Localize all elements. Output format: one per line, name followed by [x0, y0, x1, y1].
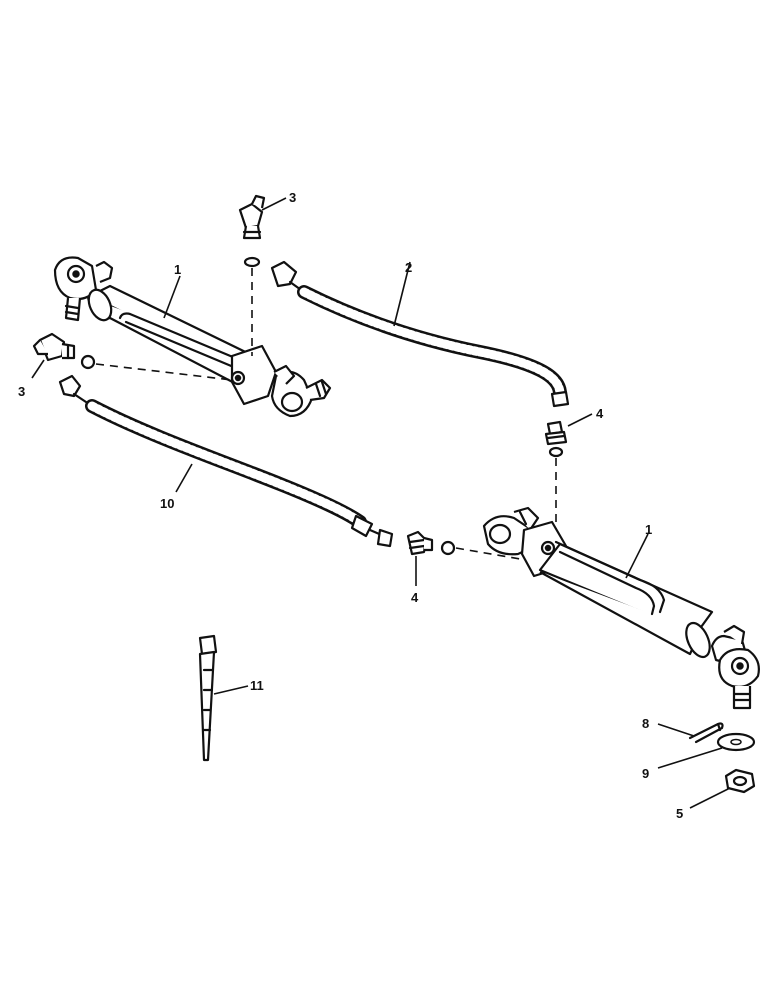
leader-8: [657, 723, 695, 737]
fitting-3-left: [32, 332, 76, 362]
callout-9: 9: [642, 766, 649, 781]
fitting-4-upper: [544, 420, 568, 446]
o-ring: [548, 446, 564, 458]
leader-1-lower: [625, 533, 649, 579]
leader-3-left: [31, 359, 45, 379]
castle-nut-5: [724, 768, 756, 794]
leader-5: [689, 787, 731, 809]
washer-9: [716, 732, 756, 752]
upper-cylinder-assembly: [53, 256, 332, 418]
leader-1-upper: [163, 275, 181, 319]
cable-tie-11: [198, 634, 218, 762]
callout-10: 10: [160, 496, 174, 511]
assembly-line: [455, 547, 527, 561]
callout-5: 5: [676, 806, 683, 821]
o-ring: [80, 354, 96, 370]
leader-2: [393, 261, 411, 327]
fitting-4-lower: [406, 530, 434, 556]
cotter-pin-8: [688, 722, 724, 744]
leader-10: [175, 463, 193, 493]
assembly-line: [95, 363, 233, 381]
hose-10: [58, 374, 394, 548]
callout-8: 8: [642, 716, 649, 731]
callout-11: 11: [250, 678, 264, 693]
callout-3-top: 3: [289, 190, 296, 205]
leader-4-upper: [567, 413, 593, 427]
callout-1-lower: 1: [645, 522, 652, 537]
callout-2: 2: [405, 260, 412, 275]
callout-3-left: 3: [18, 384, 25, 399]
callout-4-lower: 4: [411, 590, 419, 605]
callout-1-upper: 1: [174, 262, 181, 277]
leader-11: [213, 685, 249, 695]
o-ring: [243, 256, 261, 268]
fitting-3-top: [238, 194, 266, 240]
hose-2: [270, 260, 570, 408]
callout-4-upper: 4: [596, 406, 604, 421]
o-ring: [440, 540, 456, 556]
lower-cylinder-assembly: [482, 506, 760, 710]
leader-9: [657, 747, 723, 769]
leader-3-top: [261, 197, 287, 211]
